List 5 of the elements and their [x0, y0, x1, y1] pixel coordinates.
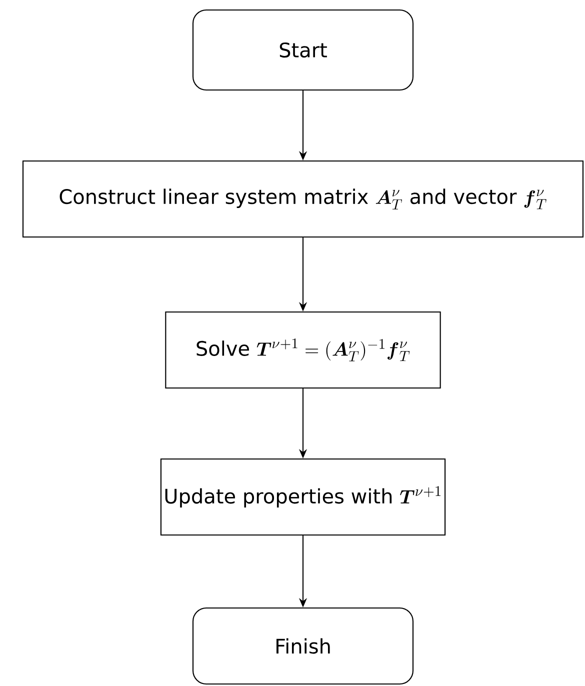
terminal-box: Finish	[192, 607, 414, 685]
process-box: $\text{Construct linear system matrix } \boldsymbol{A}_T^{\nu} \text{ and vector } \boldsymbol{f}_T^{\nu}$	[22, 160, 584, 238]
process-box: $\text{Update properties with } \boldsymbol{T}^{\nu+1}$	[160, 458, 446, 536]
terminal-box: Start	[192, 9, 414, 91]
process-box: $\text{Solve } \boldsymbol{T}^{\nu+1} = (\boldsymbol{A}_T^{\nu})^{-1}\boldsymbol{f}_T^{\nu}$	[165, 311, 441, 389]
